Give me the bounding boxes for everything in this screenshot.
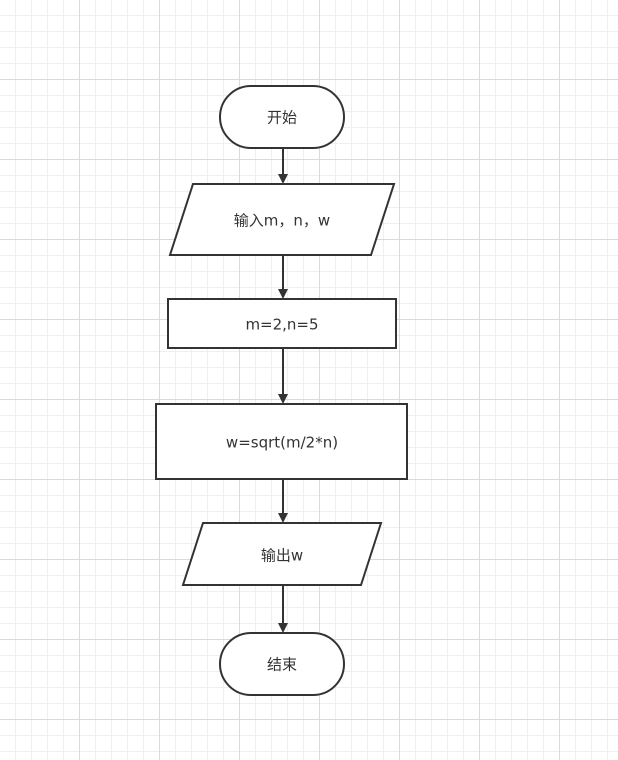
output-node-shape: [181, 522, 383, 586]
end-node-shape: [219, 632, 345, 696]
start-node-label: 开始: [267, 109, 297, 127]
end-node-label: 结束: [267, 656, 297, 674]
output-node[interactable]: 输出w: [181, 522, 383, 586]
input-node[interactable]: 输入m，n，w: [168, 183, 396, 256]
assign-node-label: m=2,n=5: [245, 316, 318, 334]
input-node-shape: [168, 183, 396, 256]
compute-node[interactable]: w=sqrt(m/2*n): [155, 403, 408, 480]
compute-node-label: w=sqrt(m/2*n): [226, 434, 338, 452]
assign-node[interactable]: m=2,n=5: [167, 298, 397, 349]
start-node-shape: [219, 85, 345, 149]
assign-node-shape: [167, 298, 397, 349]
start-node[interactable]: 开始: [219, 85, 345, 149]
output-node-label: 输出w: [261, 547, 303, 565]
end-node[interactable]: 结束: [219, 632, 345, 696]
input-node-label: 输入m，n，w: [234, 212, 330, 230]
compute-node-shape: [155, 403, 408, 480]
